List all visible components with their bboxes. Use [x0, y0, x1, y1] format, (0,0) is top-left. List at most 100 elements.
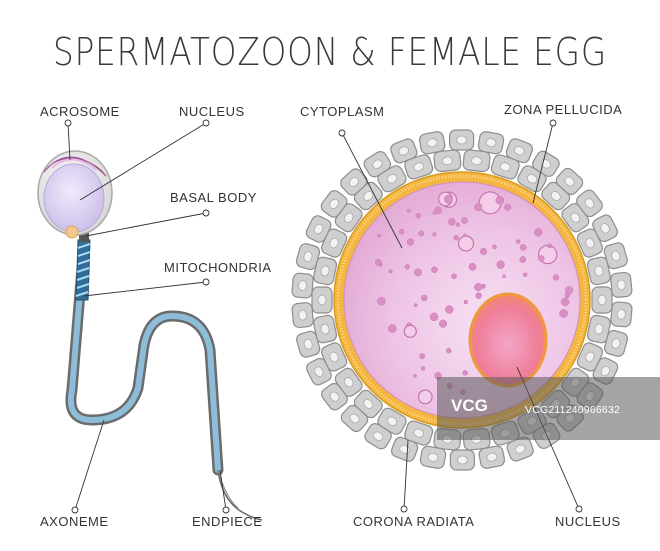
- vesicle: [413, 303, 418, 308]
- corona-cell: [320, 228, 348, 258]
- vesicle: [519, 244, 527, 251]
- corona-cell: [313, 256, 338, 286]
- zona-pellucida-texture: [336, 174, 588, 426]
- label-cytoplasm: CYTOPLASM: [300, 104, 385, 119]
- vesicle: [418, 230, 425, 237]
- sperm-nucleus: [43, 163, 105, 233]
- vesicle: [547, 243, 553, 249]
- acrosome-highlight: [51, 158, 97, 171]
- corona-cell: [478, 445, 506, 469]
- vesicle: [377, 297, 386, 306]
- corona-cell: [592, 214, 618, 243]
- corona-cell: [404, 420, 434, 446]
- corona-cell: [506, 436, 534, 462]
- corona-cell: [477, 131, 505, 155]
- sperm-tail-inner: [68, 265, 221, 473]
- corona-cell: [291, 272, 314, 299]
- corona-cell: [296, 330, 321, 358]
- label-zona-pellucida: ZONA PELLUCIDA: [504, 102, 623, 117]
- vesicle: [415, 213, 421, 219]
- vesicle: [534, 228, 543, 237]
- corona-cell: [364, 423, 392, 450]
- spermatozoon: [37, 150, 263, 521]
- label-acrosome: ACROSOME: [40, 104, 120, 119]
- vesicle: [445, 305, 454, 314]
- corona-cell: [363, 151, 392, 178]
- corona-cell: [576, 189, 603, 218]
- corona-cell: [404, 154, 434, 180]
- corona-cell: [320, 190, 348, 218]
- corona-cell: [449, 449, 476, 471]
- vesicle: [413, 374, 417, 378]
- watermark-id: VCG211240966632: [525, 404, 621, 416]
- vesicle: [463, 233, 467, 237]
- corona-cell: [390, 138, 418, 164]
- corona-cell: [591, 286, 613, 314]
- diagram-title: SPERMATOZOON & FEMALE EGG: [52, 30, 608, 74]
- vesicle: [421, 294, 428, 302]
- sperm-tail-outline: [65, 262, 224, 476]
- corona-cell: [433, 149, 462, 173]
- vesicle: [404, 264, 410, 270]
- vesicle: [457, 235, 475, 252]
- vesicle: [444, 194, 454, 204]
- vesicle: [434, 206, 442, 215]
- corona-cell: [517, 165, 547, 193]
- vesicle: [419, 353, 426, 360]
- vesicle: [417, 389, 433, 405]
- corona-cell: [505, 138, 534, 164]
- corona-cell: [610, 301, 633, 328]
- vesicle: [496, 260, 505, 269]
- vesicle: [388, 269, 393, 274]
- corona-cell: [603, 242, 628, 270]
- corona-cell: [321, 382, 348, 411]
- label-axoneme: AXONEME: [40, 514, 109, 529]
- corona-cell: [448, 129, 475, 151]
- label-endpiece: ENDPIECE: [192, 514, 263, 529]
- leader-lines: [64, 119, 583, 514]
- vesicle: [406, 208, 411, 213]
- vesicle: [462, 370, 468, 376]
- egg-nucleus: [468, 292, 548, 388]
- vesicle: [375, 258, 382, 266]
- corona-cell: [576, 342, 604, 372]
- label-nucleus-egg: NUCLEUS: [555, 514, 621, 529]
- vesicle: [406, 238, 414, 246]
- vesicle: [453, 235, 459, 241]
- vesicle: [565, 286, 574, 295]
- vesicle: [420, 366, 426, 371]
- vesicle: [468, 262, 477, 271]
- acrosome-cap: [43, 156, 107, 177]
- basal-body: [65, 225, 79, 239]
- vesicle: [455, 222, 460, 227]
- vesicle: [377, 233, 381, 238]
- vesicle: [504, 203, 512, 211]
- corona-cell: [340, 168, 368, 196]
- corona-cell: [311, 286, 333, 314]
- watermark-band: [437, 377, 660, 440]
- vesicle: [495, 196, 505, 205]
- sperm-endpiece-2: [217, 469, 239, 509]
- label-nucleus-sperm: NUCLEUS: [179, 104, 245, 119]
- vesicle: [519, 256, 527, 263]
- watermark-logo: VCG: [451, 396, 488, 415]
- corona-cell: [306, 357, 332, 386]
- vesicle: [438, 319, 448, 328]
- vesicle: [502, 274, 506, 279]
- vesicle: [474, 283, 483, 292]
- vesicle: [475, 292, 482, 299]
- vesicle: [560, 297, 570, 307]
- corona-cell: [291, 302, 314, 329]
- label-mitochondria: MITOCHONDRIA: [164, 260, 272, 275]
- vesicle: [559, 309, 568, 318]
- mitochondria-spiral: [75, 243, 91, 297]
- corona-cell: [340, 404, 369, 433]
- vesicle: [474, 202, 483, 212]
- vesicle: [492, 244, 497, 250]
- vesicle: [480, 247, 488, 256]
- corona-cell: [555, 167, 584, 196]
- vesicle: [429, 312, 439, 322]
- corona-cell: [295, 243, 321, 271]
